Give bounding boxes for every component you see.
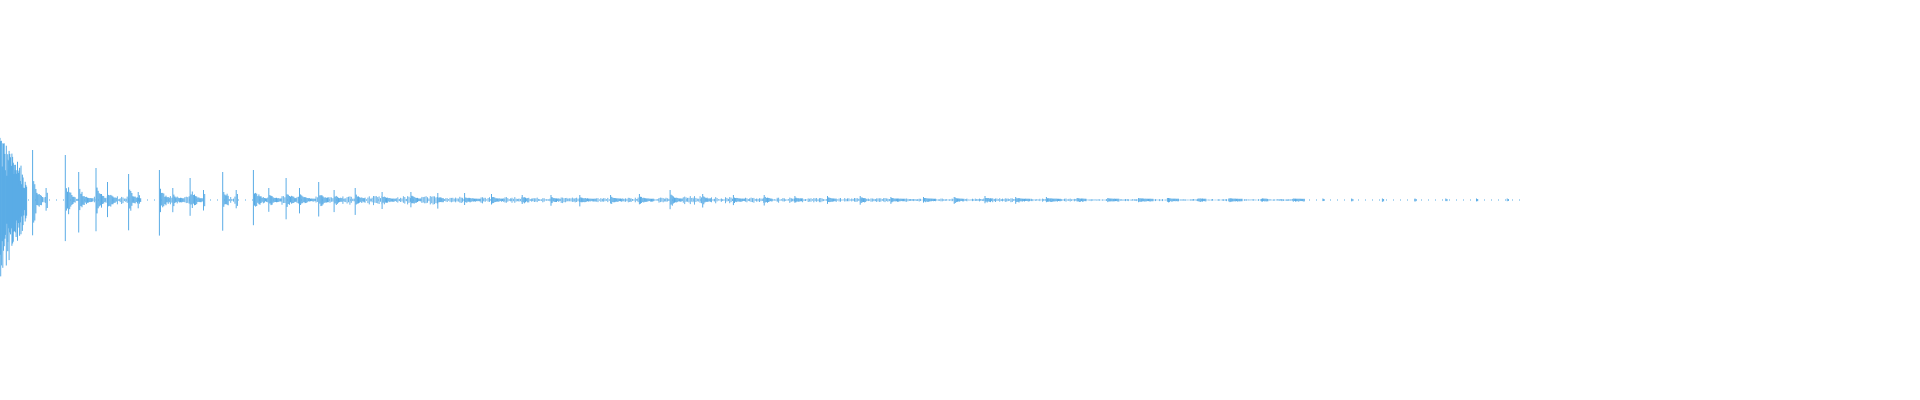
waveform-peaks [0,137,1509,277]
